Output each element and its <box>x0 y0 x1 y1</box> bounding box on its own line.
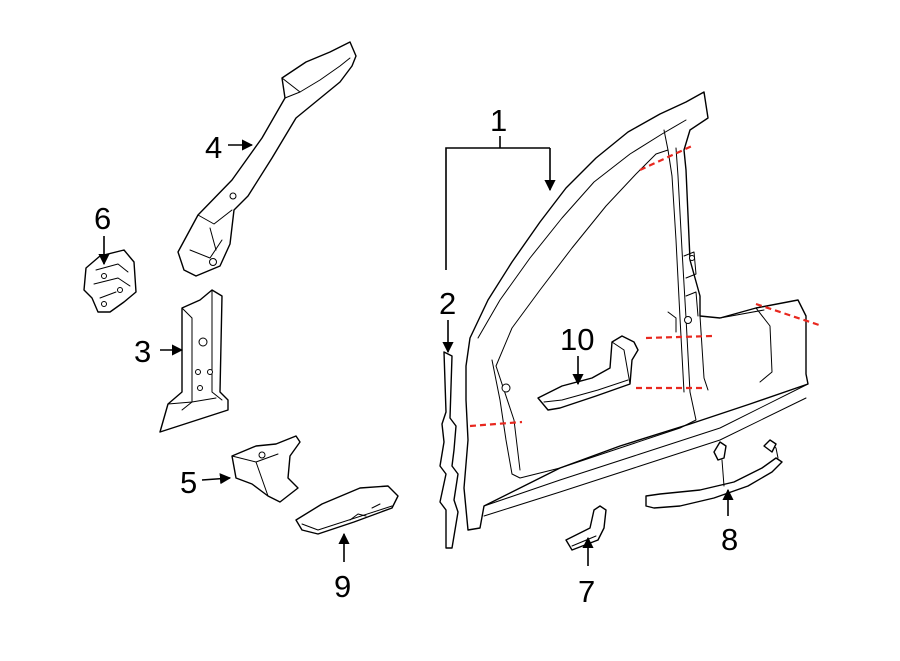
part-4-pillar-reinforcement[interactable] <box>177 41 357 277</box>
part-9-insulator-pad[interactable] <box>295 485 399 535</box>
callout-numbers: 1 2 3 4 5 6 7 8 9 10 <box>94 103 738 609</box>
callout-5: 5 <box>180 465 197 500</box>
part-7-clip[interactable] <box>565 505 607 551</box>
cut-line <box>469 420 523 428</box>
part-6-hinge-bracket[interactable] <box>83 249 137 313</box>
callout-10: 10 <box>560 322 594 357</box>
part-5-bracket[interactable] <box>231 435 301 503</box>
leader-lines <box>98 136 734 566</box>
callout-4: 4 <box>205 130 222 165</box>
callout-6: 6 <box>94 201 111 236</box>
leader-5 <box>201 473 232 485</box>
part-2-weatherstrip[interactable] <box>439 351 459 549</box>
part-3-pillar-lower[interactable] <box>159 289 229 433</box>
callout-1: 1 <box>490 103 507 138</box>
part-8-harness[interactable] <box>645 439 783 509</box>
cut-line <box>645 334 713 340</box>
part-10-sill-reinforcement[interactable] <box>537 335 639 411</box>
callout-2: 2 <box>439 286 456 321</box>
callout-7: 7 <box>578 574 595 609</box>
leader-1-bracket <box>445 147 550 270</box>
cut-lines <box>469 145 823 428</box>
cut-line <box>755 302 823 328</box>
callout-9: 9 <box>334 569 351 604</box>
part-1-body-side-aperture[interactable] <box>463 91 809 531</box>
callout-3: 3 <box>134 334 151 369</box>
callout-8: 8 <box>721 522 738 557</box>
